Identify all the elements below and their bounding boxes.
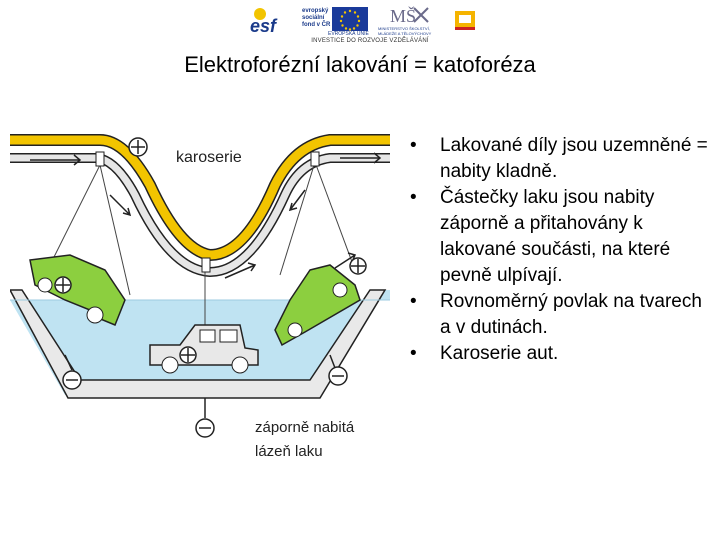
eu-label: EVROPSKÁ UNIE — [328, 31, 369, 37]
msmt-label: MINISTERSTVO ŠKOLSTVÍ, MLÁDEŽE A TĚLOVÝC… — [378, 26, 432, 36]
label-bath-2: lázeň laku — [255, 443, 323, 460]
esf-label-2: sociální — [302, 15, 325, 21]
slide-title: Elektroforézní lakování = katoforéza — [184, 52, 536, 77]
header-caption: INVESTICE DO ROZVOJE VZDĚLÁVÁNÍ — [311, 38, 429, 44]
label-body: karoserie — [176, 149, 242, 166]
flow-arrows — [30, 152, 382, 279]
label-bath-1: záporně nabitá — [255, 419, 355, 436]
bullet-item: Lakované díly jsou uzemněné = nabity kla… — [410, 133, 715, 185]
electrophoresis-diagram: karoserie záporně nabitá lázeň laku — [10, 134, 390, 460]
svg-text:MŠ: MŠ — [390, 5, 416, 26]
plus-signs — [54, 137, 367, 364]
bullet-list: Lakované díly jsou uzemněné = nabity kla… — [410, 133, 715, 367]
bullet-item: Karoserie aut. — [410, 341, 715, 367]
svg-text:esf: esf — [250, 16, 278, 36]
car-center — [149, 324, 259, 374]
logo-bar: esf evropský sociální fond v ČR EVROPSKÁ… — [0, 0, 720, 50]
bullet-item: Částečky laku jsou nabity záporně a přit… — [410, 185, 715, 289]
op-vk-logo — [455, 11, 475, 30]
hangers — [49, 151, 356, 360]
eu-flag-logo — [332, 7, 368, 31]
car-right — [274, 264, 361, 347]
esf-label-1: evropský — [302, 8, 329, 14]
msmt-logo: MŠ — [390, 5, 429, 26]
minus-signs — [62, 354, 348, 438]
bullet-item: Rovnoměrný povlak na tvarech a v dutinác… — [410, 289, 715, 341]
esf-logo: esf — [248, 6, 300, 36]
car-left — [29, 254, 126, 326]
esf-label-3: fond v ČR — [302, 22, 331, 28]
